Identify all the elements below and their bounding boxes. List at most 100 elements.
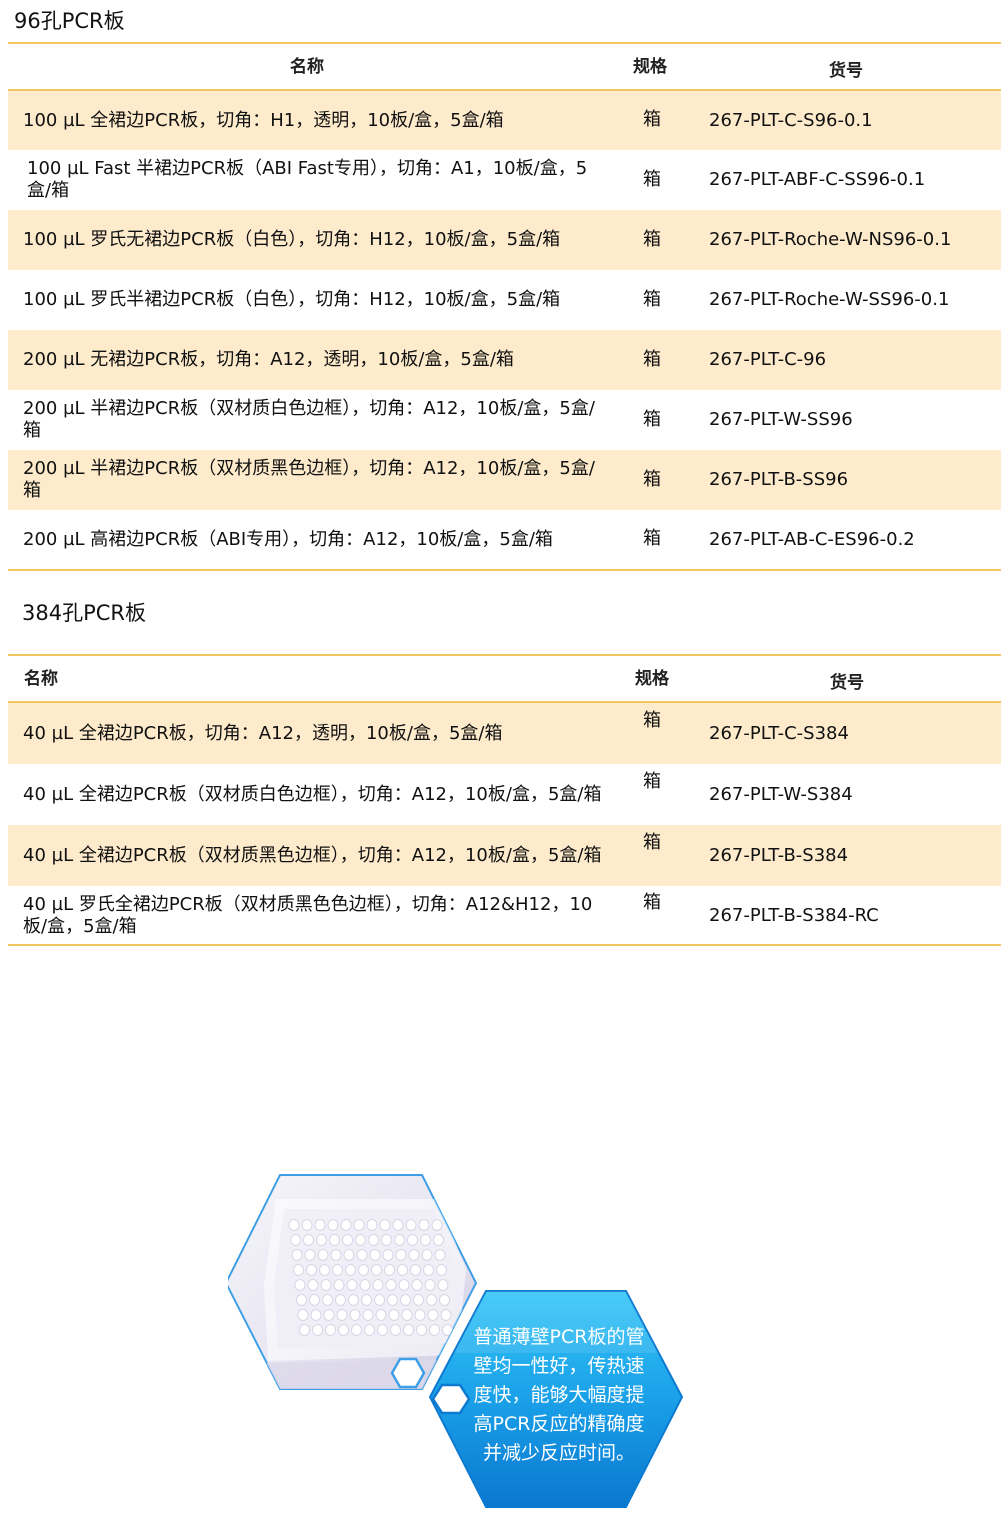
table-top-rule xyxy=(8,42,1001,44)
plate-well xyxy=(333,1279,345,1291)
product-code: 267-PLT-W-S384 xyxy=(709,783,853,805)
plate-well xyxy=(335,1294,346,1306)
product-name: 40 µL 全裙边PCR板，切角：A12，透明，10板/盒，5盒/箱 xyxy=(23,722,503,744)
product-name: 200 µL 半裙边PCR板（双材质黑色边框），切角：A12，10板/盒，5盒/… xyxy=(23,458,595,501)
product-spec: 箱 xyxy=(643,710,661,731)
plate-well xyxy=(433,1234,444,1246)
product-name: 200 µL 高裙边PCR板（ABI专用），切角：A12，10板/盒，5盒/箱 xyxy=(23,528,553,550)
plate-well xyxy=(384,1264,395,1276)
plate-well xyxy=(348,1294,359,1306)
product-name: 200 µL 半裙边PCR板（双材质白色边框），切角：A12，10板/盒，5盒/… xyxy=(23,398,595,441)
product-spec: 箱 xyxy=(643,409,661,430)
plate-well xyxy=(408,1249,420,1261)
plate-well xyxy=(374,1294,385,1306)
caption-line: 高PCR反应的精确度 xyxy=(473,1413,645,1435)
plate-well xyxy=(296,1294,307,1306)
plate-well xyxy=(431,1219,443,1231)
product-spec: 箱 xyxy=(643,349,661,370)
plate-well xyxy=(375,1309,387,1321)
product-code: 267-PLT-AB-C-ES96-0.2 xyxy=(709,528,915,550)
table-row: 40 µL 全裙边PCR板，切角：A12，透明，10板/盒，5盒/箱 箱 267… xyxy=(8,703,1001,764)
plate-well xyxy=(394,1234,405,1246)
plate-well xyxy=(359,1279,371,1291)
product-spec: 箱 xyxy=(643,169,661,190)
plate-well xyxy=(320,1279,332,1291)
plate-well xyxy=(420,1234,431,1246)
plate-well xyxy=(398,1279,410,1291)
plate-well xyxy=(293,1264,304,1276)
plate-well xyxy=(299,1324,310,1336)
plate-well xyxy=(388,1309,400,1321)
plate-well xyxy=(314,1219,326,1231)
product-spec: 箱 xyxy=(643,289,661,310)
plate-well xyxy=(332,1264,343,1276)
product-name: 100 µL 罗氏半裙边PCR板（白色），切角：H12，10板/盒，5盒/箱 xyxy=(23,289,561,310)
plate-well xyxy=(400,1294,411,1306)
plate-well xyxy=(325,1324,336,1336)
plate-well xyxy=(439,1294,450,1306)
plate-well xyxy=(397,1264,408,1276)
product-code: 267-PLT-B-SS96 xyxy=(709,469,849,490)
product-spec: 箱 xyxy=(643,109,661,130)
table-bottom-rule xyxy=(8,569,1001,571)
table-row: 100 µL 罗氏半裙边PCR板（白色），切角：H12，10板/盒，5盒/箱 箱… xyxy=(8,270,1001,330)
table-384: 名称 规格 货号 40 µL 全裙边PCR板，切角：A12，透明，10板/盒，5… xyxy=(8,654,1001,948)
plate-well xyxy=(362,1309,374,1321)
header-spec: 规格 xyxy=(633,57,667,77)
plate-well xyxy=(349,1309,361,1321)
plate-well xyxy=(429,1324,440,1336)
caption-line: 并减少反应时间。 xyxy=(482,1442,635,1464)
section-title-96: 96孔PCR板 xyxy=(14,9,125,33)
plate-well xyxy=(303,1234,314,1246)
plate-well xyxy=(395,1249,407,1261)
header-name: 名称 xyxy=(24,669,58,689)
product-name: 100 µL Fast 半裙边PCR板（ABI Fast专用），切角：A1，10… xyxy=(27,158,588,201)
product-name: 40 µL 全裙边PCR板（双材质白色边框），切角：A12，10板/盒，5盒/箱 xyxy=(23,783,602,805)
plate-well xyxy=(329,1234,340,1246)
table-header-rule xyxy=(8,89,1001,91)
product-name: 40 µL 罗氏全裙边PCR板（双材质黑色色边框），切角：A12&H12，10板… xyxy=(23,894,593,937)
plate-well xyxy=(291,1249,303,1261)
plate-well xyxy=(343,1249,355,1261)
product-spec: 箱 xyxy=(643,892,661,913)
plate-well xyxy=(338,1324,349,1336)
header-name: 名称 xyxy=(290,57,324,77)
plate-well xyxy=(390,1324,401,1336)
table-row: 40 µL 全裙边PCR板（双材质白色边框），切角：A12，10板/盒，5盒/箱… xyxy=(8,764,1001,825)
pcr-plate-photo xyxy=(228,1174,478,1390)
product-name: 40 µL 全裙边PCR板（双材质黑色边框），切角：A12，10板/盒，5盒/箱 xyxy=(23,844,602,866)
plate-well xyxy=(421,1249,433,1261)
section-title-384: 384孔PCR板 xyxy=(22,601,147,625)
plate-well xyxy=(405,1219,417,1231)
plate-well xyxy=(440,1309,452,1321)
product-code: 267-PLT-W-SS96 xyxy=(709,409,853,430)
table-row: 200 µL 无裙边PCR板，切角：A12，透明，10板/盒，5盒/箱 箱 26… xyxy=(8,330,1001,390)
plate-well xyxy=(356,1249,368,1261)
table-row: 40 µL 全裙边PCR板（双材质黑色边框），切角：A12，10板/盒，5盒/箱… xyxy=(8,825,1001,886)
plate-well xyxy=(387,1294,398,1306)
table-header: 名称 规格 货号 xyxy=(8,664,1001,698)
plate-well xyxy=(340,1219,352,1231)
product-code: 267-PLT-B-S384-RC xyxy=(709,905,879,926)
product-code: 267-PLT-C-S96-0.1 xyxy=(709,109,873,131)
plate-well xyxy=(381,1234,392,1246)
plate-well xyxy=(416,1324,427,1336)
plate-well xyxy=(427,1309,439,1321)
header-code: 货号 xyxy=(830,673,864,693)
plate-well xyxy=(392,1219,404,1231)
hex-badge-bullet xyxy=(431,1383,471,1415)
product-code: 267-PLT-C-96 xyxy=(709,349,827,370)
table-row: 200 µL 高裙边PCR板（ABI专用），切角：A12，10板/盒，5盒/箱 … xyxy=(8,510,1001,569)
product-code: 267-PLT-ABF-C-SS96-0.1 xyxy=(709,169,926,190)
product-name: 100 µL 全裙边PCR板，切角：H1，透明，10板/盒，5盒/箱 xyxy=(23,109,504,131)
table-top-rule xyxy=(8,654,1001,656)
plate-well xyxy=(309,1294,320,1306)
plate-well xyxy=(369,1249,381,1261)
caption-line: 度快，能够大幅度提 xyxy=(473,1384,645,1406)
product-name: 100 µL 罗氏无裙边PCR板（白色），切角：H12，10板/盒，5盒/箱 xyxy=(23,229,561,250)
header-code: 货号 xyxy=(829,61,863,81)
table-bottom-rule xyxy=(8,944,1001,946)
plate-well xyxy=(403,1324,414,1336)
product-spec: 箱 xyxy=(643,229,661,250)
plate-well xyxy=(410,1264,421,1276)
